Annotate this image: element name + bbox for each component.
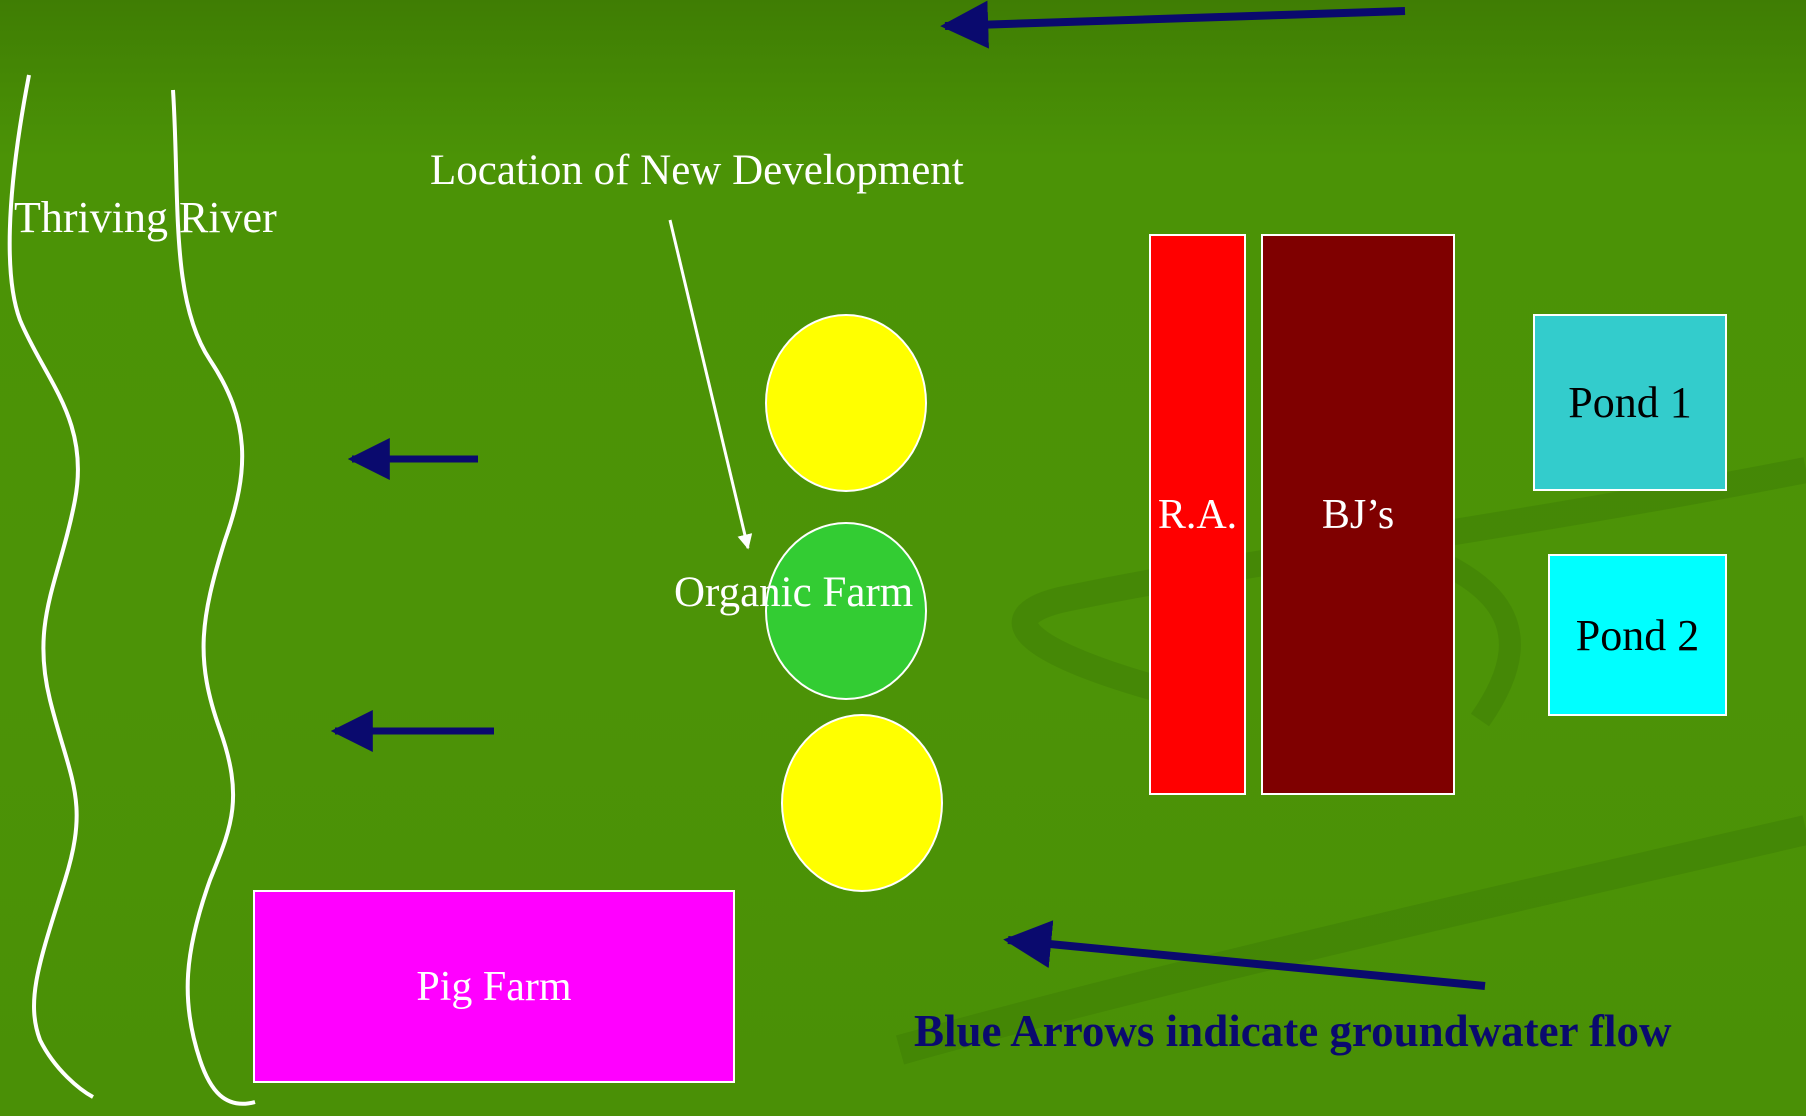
pond-1-box: Pond 1 bbox=[1533, 314, 1727, 491]
organic-farm-label: Organic Farm bbox=[674, 569, 914, 616]
pig-farm-box: Pig Farm bbox=[253, 890, 735, 1083]
river-bank-right bbox=[171, 89, 256, 1106]
river-label: Thriving River bbox=[14, 193, 277, 242]
groundwater-arrow-top bbox=[940, 0, 1406, 49]
pond-1-label: Pond 1 bbox=[1568, 378, 1692, 427]
river-bank-left bbox=[7, 74, 94, 1099]
development-site-circle-top bbox=[765, 314, 927, 492]
development-pointer-arrow bbox=[668, 219, 753, 550]
pond-2-box: Pond 2 bbox=[1548, 554, 1727, 716]
bjs-label: BJ’s bbox=[1321, 491, 1395, 538]
groundwater-legend: Blue Arrows indicate groundwater flow bbox=[914, 1006, 1672, 1056]
ra-box: R.A. bbox=[1149, 234, 1246, 795]
ra-label: R.A. bbox=[1157, 491, 1238, 538]
pond-2-label: Pond 2 bbox=[1575, 610, 1700, 660]
bjs-box: BJ’s bbox=[1261, 234, 1455, 795]
pig-farm-label: Pig Farm bbox=[416, 963, 572, 1010]
development-site-circle-bottom bbox=[781, 714, 943, 892]
new-development-label: Location of New Development bbox=[430, 147, 964, 194]
organic-farm-circle bbox=[765, 522, 927, 700]
groundwater-arrow-bottom bbox=[1003, 920, 1486, 990]
